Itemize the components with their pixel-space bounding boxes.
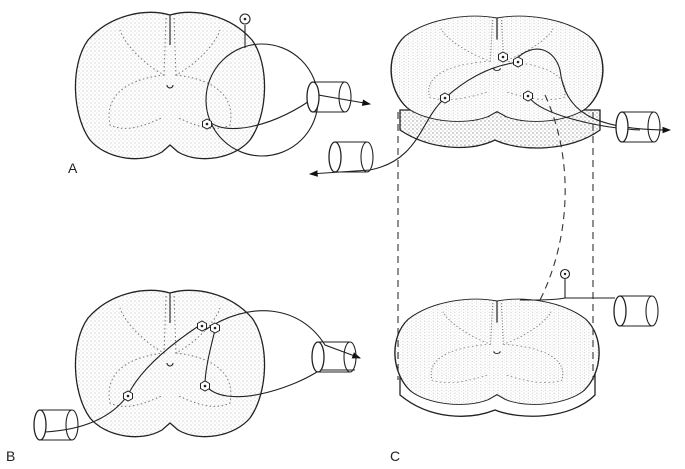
panel-label-a: A: [68, 160, 78, 176]
section-a: [74, 11, 372, 160]
panel-label-c: C: [390, 448, 401, 464]
panel-label-b: B: [6, 448, 16, 464]
section-c: [308, 15, 672, 417]
section-b: [33, 289, 362, 441]
